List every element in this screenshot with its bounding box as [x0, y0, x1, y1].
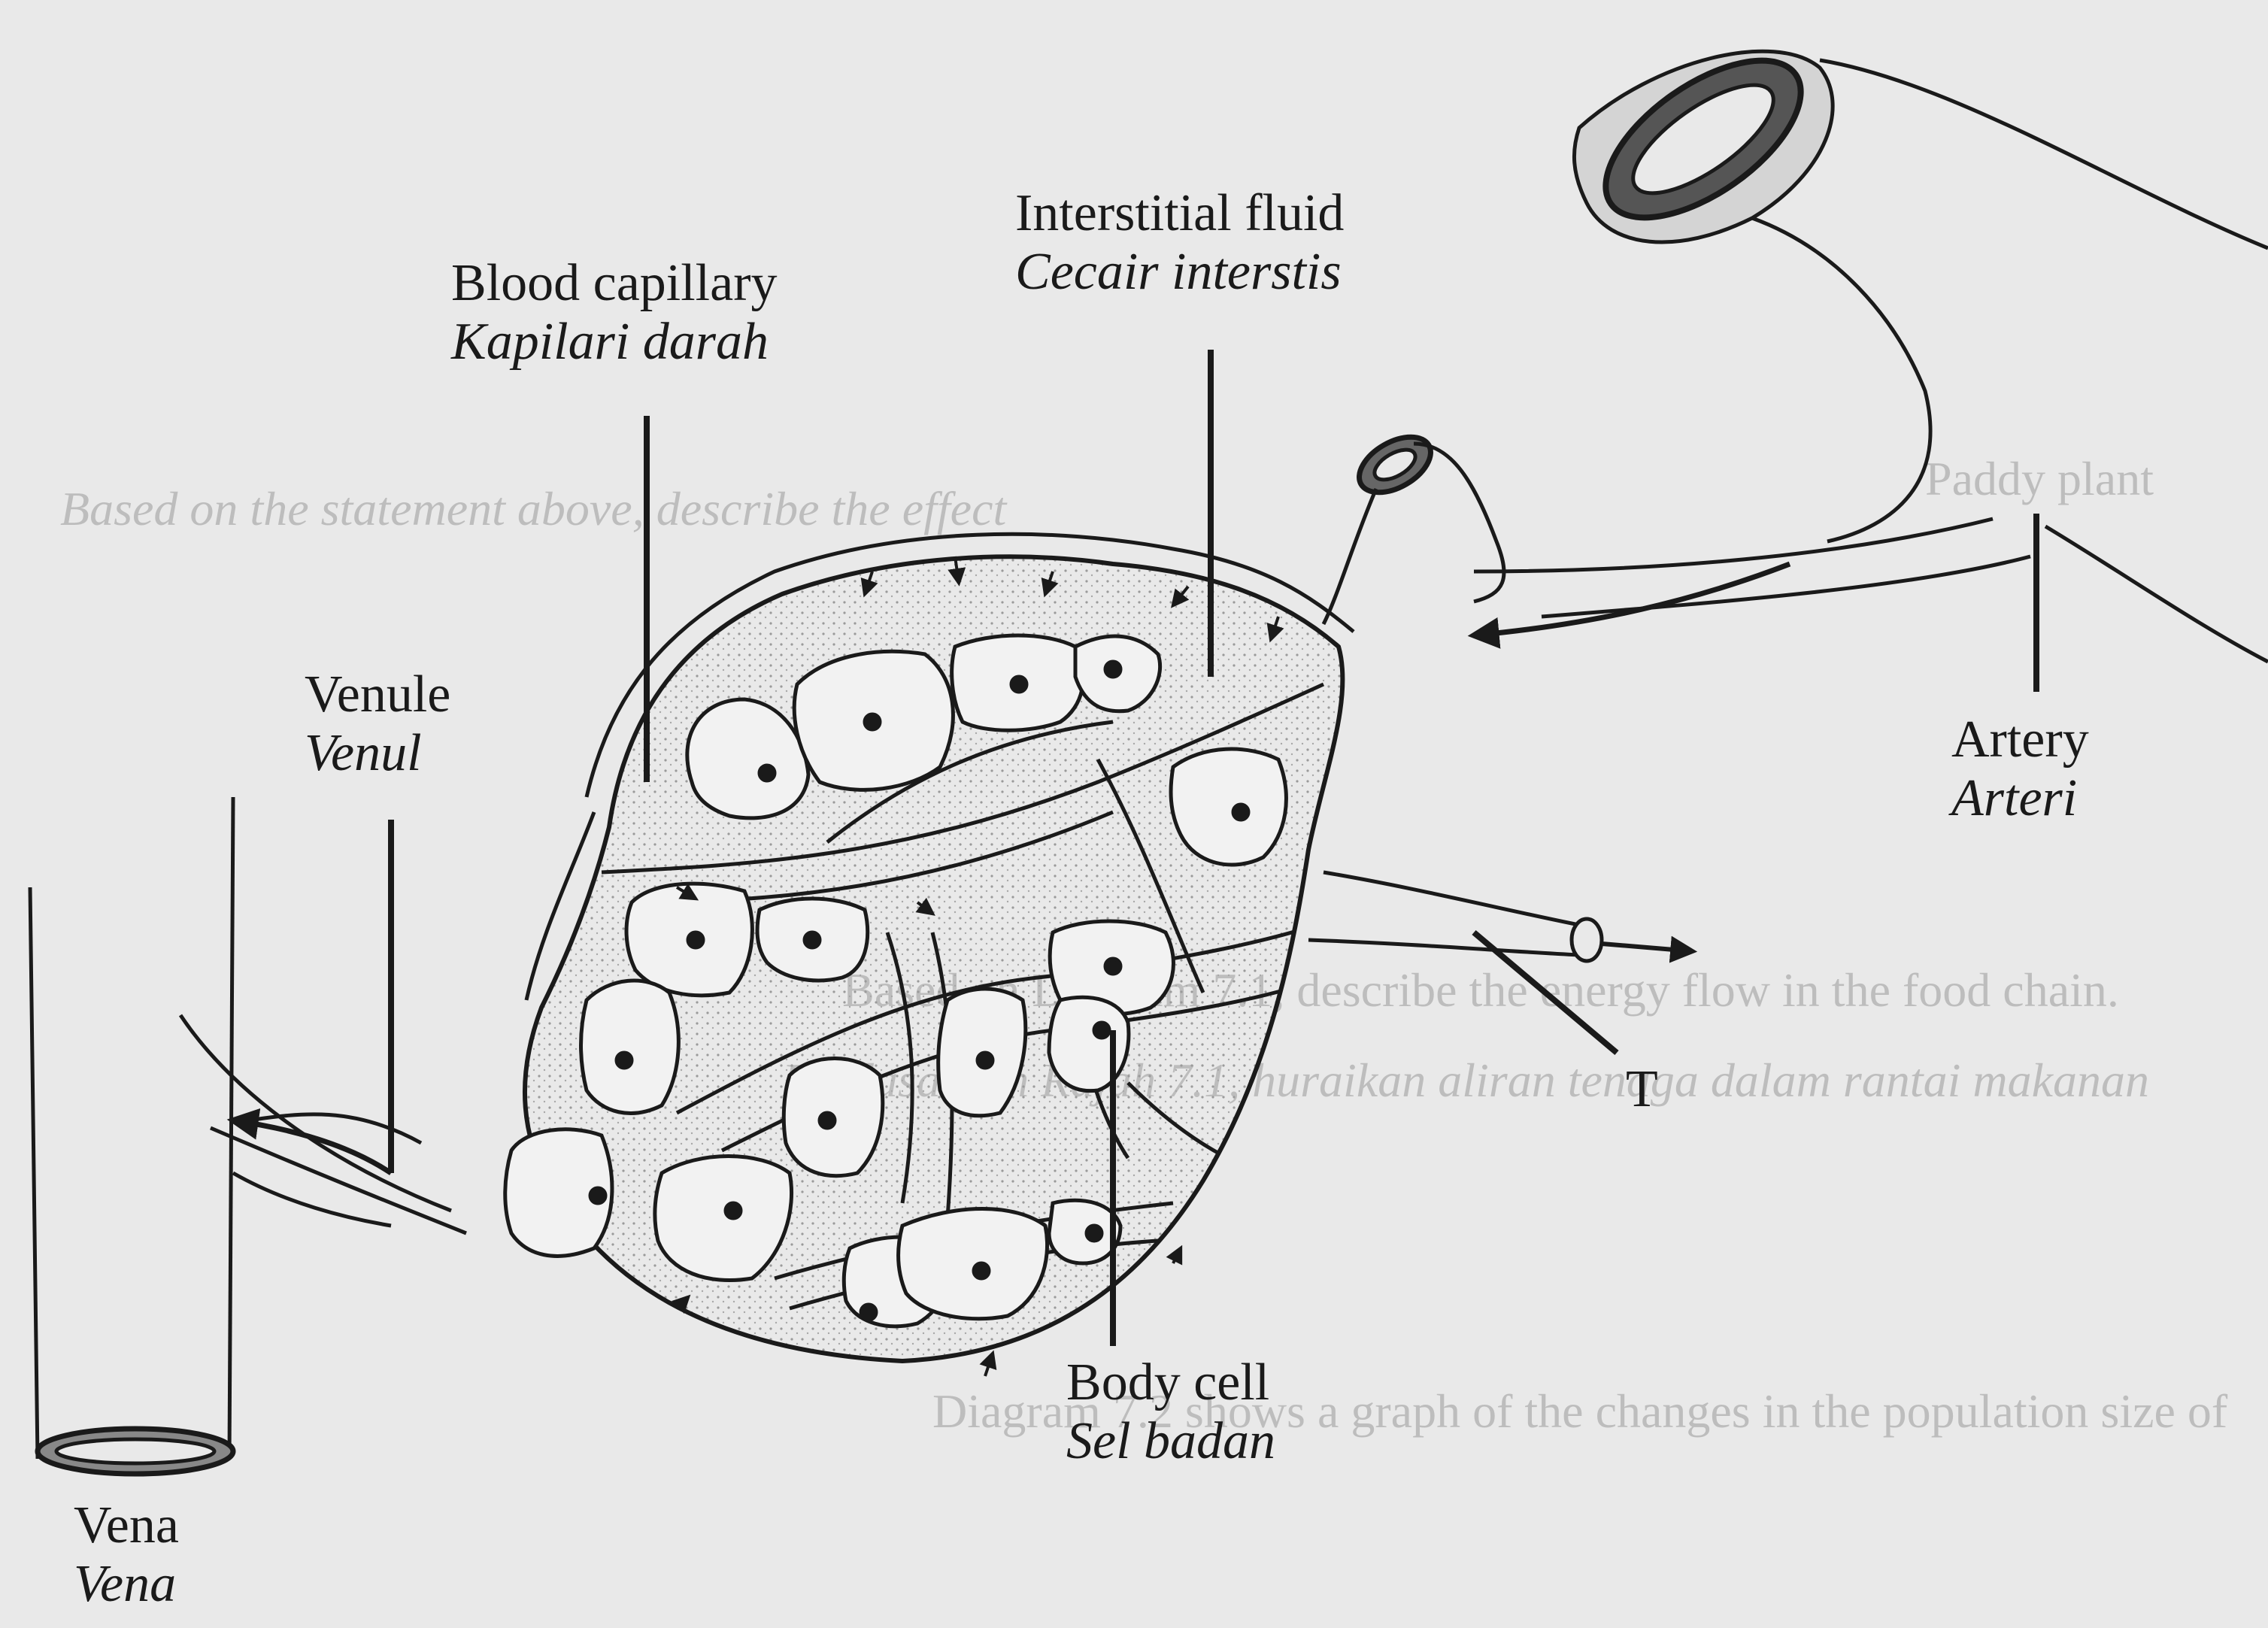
artery-vessel: [1474, 30, 2268, 662]
label-t: T: [1626, 1060, 1658, 1119]
body-cell: [626, 884, 752, 996]
label-vena-ms: Vena: [74, 1555, 179, 1614]
label-body-cell: Body cell Sel badan: [1066, 1354, 1275, 1472]
body-cell: [1049, 1200, 1120, 1263]
label-interstitial-fluid-ms: Cecair interstis: [1015, 243, 1344, 302]
body-cell: [655, 1157, 792, 1281]
body-cell: [757, 899, 868, 981]
t-vessel: [1308, 872, 1692, 961]
label-interstitial-fluid: Interstitial fluid Cecair interstis: [1015, 184, 1344, 302]
label-venule: Venule Venul: [305, 665, 450, 784]
label-venule-ms: Venul: [305, 724, 450, 783]
label-body-cell-ms: Sel badan: [1066, 1412, 1275, 1471]
label-artery: Artery Arteri: [1951, 711, 2089, 829]
label-blood-capillary-en: Blood capillary: [451, 254, 778, 313]
body-cell: [1049, 997, 1129, 1090]
arteriole-ring: [1324, 426, 1504, 624]
label-artery-en: Artery: [1951, 711, 2089, 769]
body-cell: [1171, 749, 1286, 865]
body-cell: [1075, 636, 1160, 711]
label-vena-en: Vena: [74, 1496, 179, 1555]
label-vena: Vena Vena: [74, 1496, 179, 1614]
label-interstitial-fluid-en: Interstitial fluid: [1015, 184, 1344, 243]
label-blood-capillary-ms: Kapilari darah: [451, 313, 778, 371]
body-cell: [899, 1209, 1048, 1319]
label-body-cell-en: Body cell: [1066, 1354, 1275, 1412]
body-cell: [784, 1059, 882, 1176]
body-cell: [505, 1129, 612, 1257]
venule-vessel: [180, 1015, 466, 1233]
body-cell: [581, 981, 679, 1113]
label-blood-capillary: Blood capillary Kapilari darah: [451, 254, 778, 372]
body-cell: [794, 651, 953, 790]
body-cell: [952, 635, 1084, 730]
label-artery-ms: Arteri: [1951, 769, 2089, 828]
vena-vessel: [30, 797, 233, 1474]
label-venule-en: Venule: [305, 665, 450, 724]
